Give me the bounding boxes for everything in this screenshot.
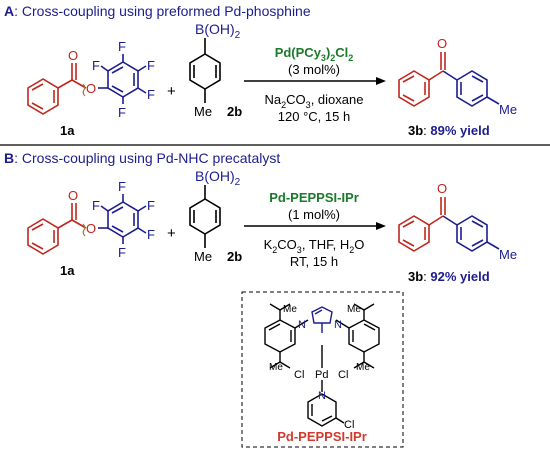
product-yield-a: 3b: 89% yield <box>408 123 490 138</box>
label-1a: 1a <box>60 263 75 278</box>
fluorine: F <box>118 39 126 54</box>
palladium: Pd <box>315 369 328 381</box>
benzoyl-ring <box>27 63 87 115</box>
fluorine: F <box>92 198 100 213</box>
product-3b-a: O Me <box>398 36 517 117</box>
fluorine: F <box>147 87 155 102</box>
pentafluorophenyl-ring <box>98 54 147 104</box>
conditions-a: 120 °C, 15 h <box>278 109 350 124</box>
boronic-acid-group: B(OH)2 <box>195 21 241 41</box>
fluorine: F <box>147 227 155 242</box>
boronic-acid-2b <box>189 38 221 103</box>
fluorine: F <box>118 179 126 194</box>
ester-oxygen: O <box>86 81 96 96</box>
fluorine: F <box>92 58 100 73</box>
boronic-acid-2b-b <box>189 185 221 248</box>
catalyst-loading-a: (3 mol%) <box>288 62 340 77</box>
boronic-acid-group: B(OH)2 <box>195 168 241 188</box>
catalyst-a: Pd(PCy3)2Cl2 <box>275 45 354 63</box>
carbonyl-oxygen: O <box>437 36 447 51</box>
section-b-heading: B: Cross-coupling using Pd-NHC precataly… <box>4 150 280 166</box>
methyl-group: Me <box>269 362 283 373</box>
fluorine: F <box>147 198 155 213</box>
label-2b: 2b <box>227 249 242 264</box>
plus-sign: + <box>167 83 176 100</box>
plus-sign: + <box>167 225 176 242</box>
section-a-heading: A: Cross-coupling using preformed Pd-pho… <box>4 3 311 19</box>
fluorine: F <box>118 105 126 120</box>
methyl-group: Me <box>499 102 517 117</box>
substrate-1a-b: O O F F F F F <box>27 179 155 260</box>
fluorine: F <box>147 58 155 73</box>
reaction-arrow-a <box>244 77 386 85</box>
base-solvent-a: Na2CO3, dioxane <box>265 92 364 110</box>
pyridine-nitrogen: N <box>318 390 326 402</box>
carbonyl-oxygen: O <box>68 48 78 63</box>
cleavage-marker <box>82 83 86 97</box>
base-solvent-b: K2CO3, THF, H2O <box>264 237 365 255</box>
carbonyl-oxygen: O <box>437 181 447 196</box>
ester-oxygen: O <box>86 221 96 236</box>
conditions-b: RT, 15 h <box>290 254 338 269</box>
methyl-group: Me <box>347 304 361 315</box>
catalyst-structure-box <box>241 291 404 448</box>
fluorine: F <box>118 245 126 260</box>
cleavage-marker <box>82 223 86 237</box>
methyl-group: Me <box>283 304 297 315</box>
catalyst-caption: Pd-PEPPSI-IPr <box>277 429 367 444</box>
catalyst-loading-b: (1 mol%) <box>288 207 340 222</box>
methyl-group: Me <box>356 362 370 373</box>
carbonyl-oxygen: O <box>68 188 78 203</box>
label-2b: 2b <box>227 104 242 119</box>
nitrogen: N <box>334 319 342 331</box>
label-1a: 1a <box>60 123 75 138</box>
nitrogen: N <box>298 319 306 331</box>
chlorine: Cl <box>294 369 304 381</box>
substrate-1a: O O F F F F F <box>27 39 155 120</box>
methyl-group: Me <box>499 247 517 262</box>
pd-peppsi-ipr-structure: N N Me Me Me Me Cl Pd Cl N Cl <box>264 303 380 431</box>
reaction-arrow-b <box>244 222 386 230</box>
chlorine: Cl <box>338 369 348 381</box>
catalyst-b: Pd-PEPPSI-IPr <box>269 190 359 205</box>
methyl-group: Me <box>194 249 212 264</box>
methyl-group: Me <box>194 104 212 119</box>
product-yield-b: 3b: 92% yield <box>408 269 490 284</box>
chlorine: Cl <box>344 419 354 431</box>
product-3b-b: O Me <box>398 181 517 262</box>
